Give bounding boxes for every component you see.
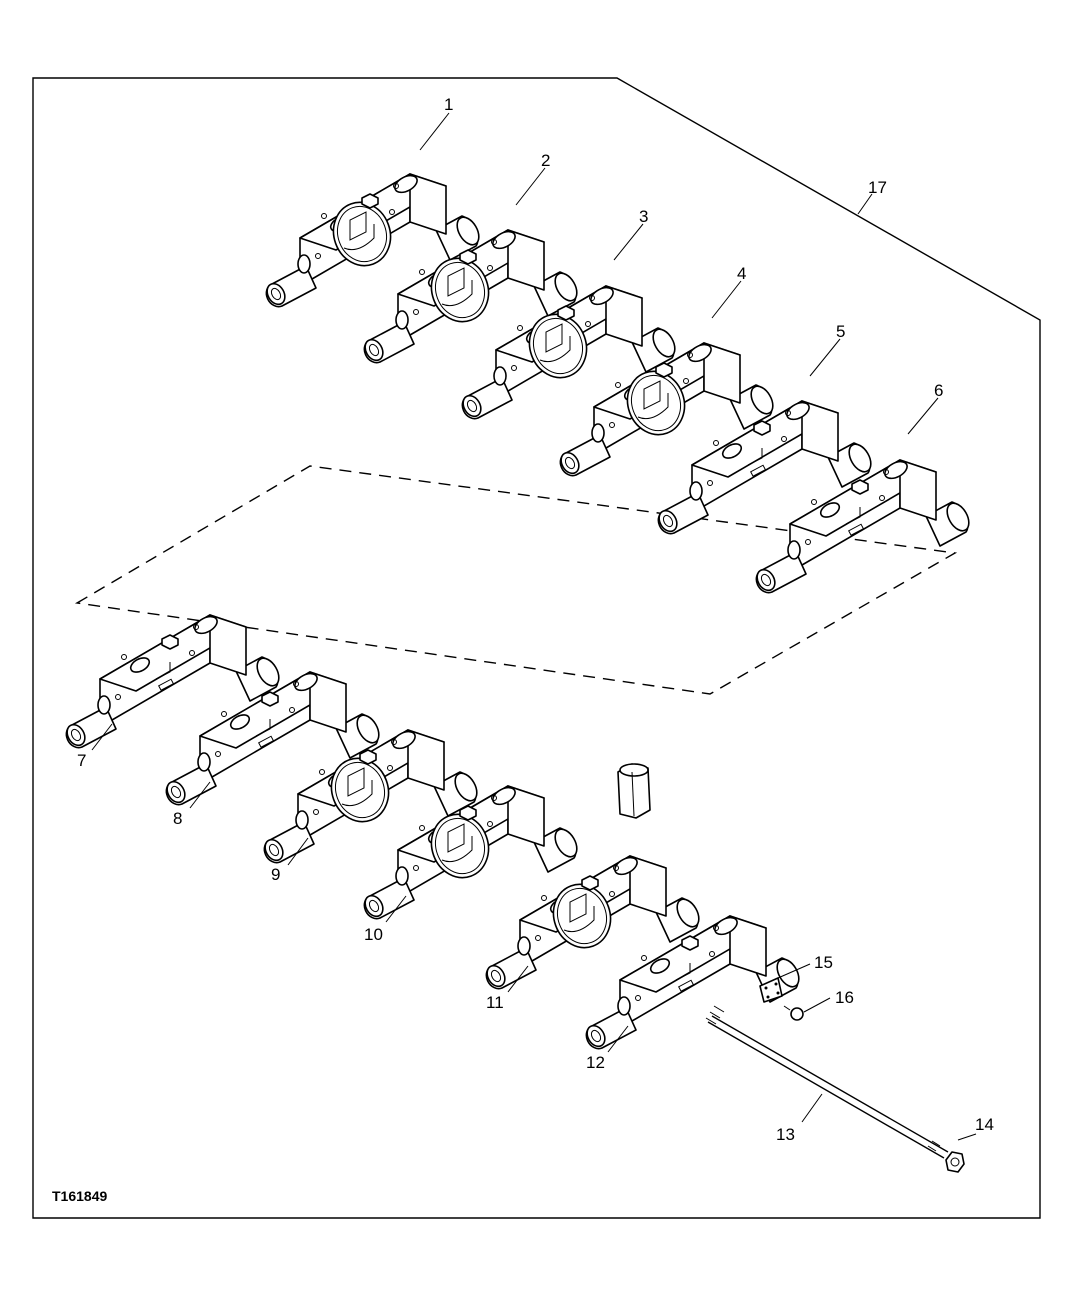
callout-label: 16 <box>835 988 854 1007</box>
valve-section-1 <box>265 173 480 308</box>
callout-label: 13 <box>776 1125 795 1144</box>
tie-rod-13 <box>705 1005 949 1159</box>
valve-section-7 <box>65 614 280 749</box>
valve-section-11 <box>485 855 700 990</box>
callout-label: 7 <box>77 751 86 770</box>
valve-section-8 <box>165 671 380 806</box>
callout-label: 15 <box>814 953 833 972</box>
valve-section-10 <box>363 785 578 920</box>
valve-section-3 <box>461 285 676 420</box>
figure-id: T161849 <box>52 1188 107 1204</box>
leader-lines <box>91 112 977 1141</box>
callout-label: 8 <box>173 809 182 828</box>
frame-border <box>32 77 1041 1219</box>
valve-section-6 <box>755 459 970 594</box>
callout-label: 11 <box>486 993 504 1012</box>
screw-16 <box>783 1005 804 1021</box>
callout-label: 6 <box>934 381 943 400</box>
callout-label: 4 <box>737 264 746 283</box>
plate-15 <box>759 977 783 1003</box>
callout-label: 17 <box>868 178 887 197</box>
callout-label: 3 <box>639 207 648 226</box>
callout-label: 9 <box>271 865 280 884</box>
valve-section-2 <box>363 229 578 364</box>
callout-label: 5 <box>836 322 845 341</box>
callout-labels: 1 2 3 4 5 6 7 8 9 10 11 12 13 14 15 16 1… <box>77 95 994 1144</box>
nut-14 <box>945 1151 965 1173</box>
callout-label: 14 <box>975 1115 994 1134</box>
valve-section-4 <box>559 342 774 477</box>
callout-label: 1 <box>444 95 453 114</box>
valve-section-9 <box>263 729 478 864</box>
callout-label: 12 <box>586 1053 605 1072</box>
dashed-group-outline <box>74 465 958 695</box>
hex-fitting <box>617 763 651 819</box>
valve-section-5 <box>657 400 872 535</box>
valve-sections <box>65 173 970 1050</box>
callout-label: 10 <box>364 925 383 944</box>
callout-label: 2 <box>541 151 550 170</box>
